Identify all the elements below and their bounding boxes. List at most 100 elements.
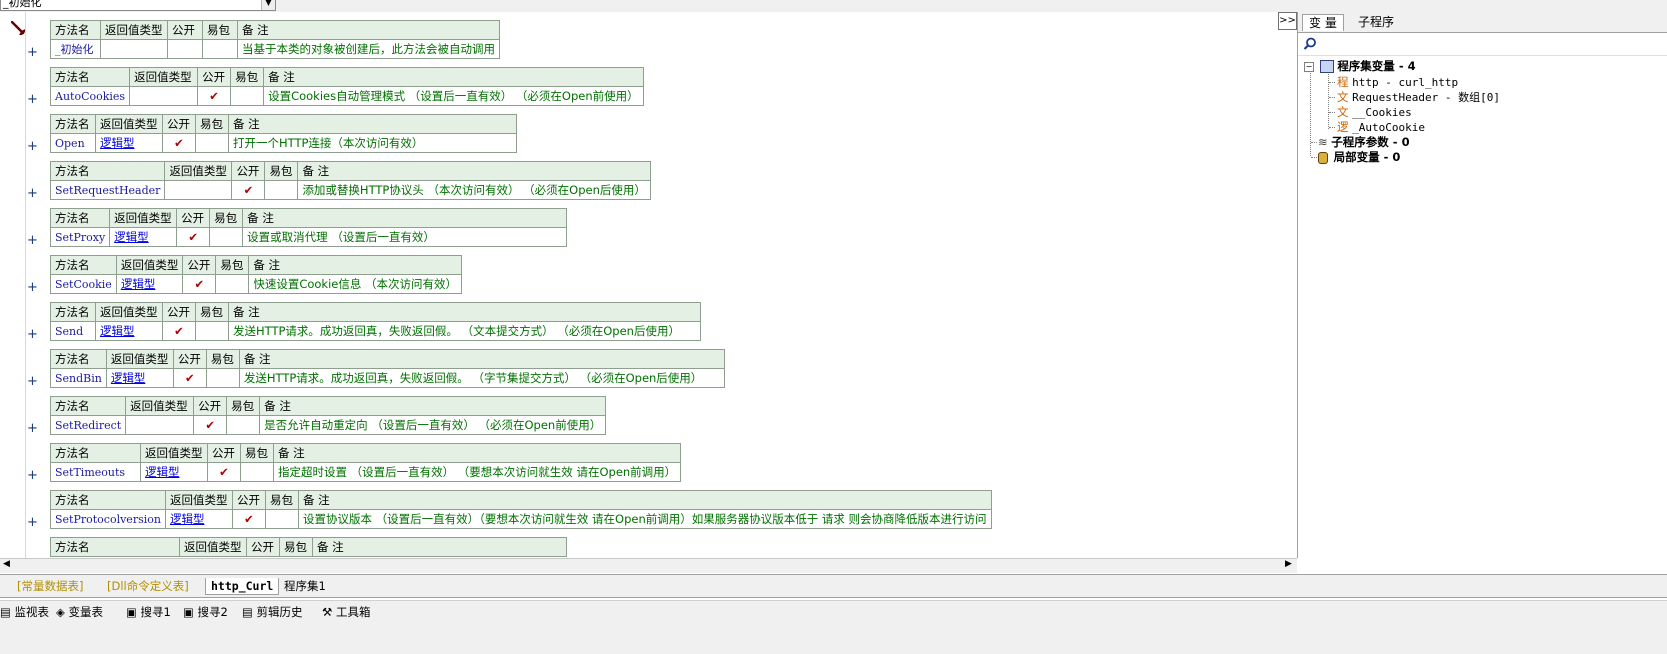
method-name[interactable]: SetRedirect bbox=[49, 415, 127, 435]
method-public[interactable]: ✔ bbox=[162, 133, 196, 153]
method-return-type[interactable] bbox=[129, 86, 199, 106]
method-easy[interactable] bbox=[264, 509, 299, 529]
method-name[interactable]: SetProtocolversion bbox=[50, 509, 166, 529]
method-easy[interactable] bbox=[195, 133, 229, 153]
method-return-type[interactable]: 逻辑型 bbox=[140, 462, 208, 482]
method-return-type[interactable] bbox=[164, 180, 233, 200]
method-name[interactable]: Open bbox=[50, 133, 96, 153]
method-public[interactable]: ✔ bbox=[172, 368, 207, 388]
expand-icon[interactable]: + bbox=[27, 45, 38, 60]
tab-assembly1[interactable]: 程序集1 bbox=[284, 579, 326, 593]
expand-icon[interactable]: + bbox=[27, 421, 38, 436]
method-row[interactable]: AutoCookies ✔ 设置Cookies自动管理模式 （设置后一直有效） （必… bbox=[49, 86, 644, 106]
method-public[interactable]: ✔ bbox=[197, 86, 232, 106]
method-return-type[interactable]: 逻辑型 bbox=[109, 227, 178, 247]
horizontal-scrollbar[interactable]: ◀ ▶ bbox=[0, 558, 1297, 573]
method-remark[interactable]: 当基于本类的对象被创建后，此方法会被自动调用 bbox=[237, 39, 500, 59]
method-remark[interactable]: 打开一个HTTP连接（本次访问有效） bbox=[228, 133, 517, 153]
method-name[interactable]: AutoCookies bbox=[49, 86, 131, 106]
scroll-right-icon[interactable]: ▶ bbox=[1285, 559, 1292, 569]
method-public[interactable]: ✔ bbox=[207, 462, 241, 482]
method-return-type[interactable]: 逻辑型 bbox=[115, 274, 184, 294]
method-name[interactable]: _初始化 bbox=[50, 39, 101, 59]
expand-icon[interactable]: + bbox=[27, 374, 38, 389]
scroll-left-icon[interactable]: ◀ bbox=[3, 559, 10, 569]
method-easy[interactable] bbox=[230, 86, 265, 106]
method-remark[interactable]: 设置协议版本 （设置后一直有效）（要想本次访问就生效 请在Open前调用）如果服… bbox=[297, 509, 992, 529]
method-row[interactable]: _初始化 当基于本类的对象被创建后，此方法会被自动调用 bbox=[50, 39, 500, 59]
method-name[interactable]: SetProxy bbox=[49, 227, 111, 247]
method-public[interactable]: ✔ bbox=[193, 415, 228, 435]
method-remark[interactable]: 发送HTTP请求。成功返回真，失败返回假。 （字节集提交方式） （必须在Open… bbox=[238, 368, 725, 388]
method-public[interactable]: ✔ bbox=[231, 180, 266, 200]
method-easy[interactable] bbox=[264, 180, 299, 200]
tab-constants[interactable]: [常量数据表] bbox=[17, 579, 84, 593]
method-remark[interactable]: 是否允许自动重定向 （设置后一直有效） （必须在Open前使用） bbox=[259, 415, 607, 435]
method-public[interactable] bbox=[167, 39, 203, 59]
expand-icon[interactable]: + bbox=[27, 186, 38, 201]
method-easy[interactable] bbox=[215, 274, 250, 294]
method-name[interactable]: SetTimeouts bbox=[50, 462, 141, 482]
assembly-vars-node[interactable]: − 程序集变量 - 4 bbox=[1304, 59, 1416, 74]
method-row[interactable]: SetRedirect ✔ 是否允许自动重定向 （设置后一直有效） （必须在Open… bbox=[49, 415, 607, 435]
code-editor[interactable]: +方法名返回值类型公开易包备 注_初始化当基于本类的对象被创建后，此方法会被自动… bbox=[0, 12, 1298, 558]
chevron-down-icon[interactable]: ▼ bbox=[261, 0, 275, 10]
panel-search[interactable] bbox=[1298, 33, 1667, 56]
method-public[interactable]: ✔ bbox=[182, 274, 217, 294]
method-easy[interactable] bbox=[205, 368, 240, 388]
method-name[interactable]: SendBin bbox=[50, 368, 107, 388]
collapse-panel-button[interactable]: >> bbox=[1278, 12, 1297, 30]
expand-icon[interactable]: + bbox=[27, 280, 38, 295]
method-return-type[interactable] bbox=[125, 415, 195, 435]
method-return-type[interactable]: 逻辑型 bbox=[95, 133, 163, 153]
method-return-type[interactable] bbox=[100, 39, 168, 59]
tree-collapse-icon[interactable]: − bbox=[1304, 61, 1314, 72]
method-name[interactable]: SetRequestHeader bbox=[49, 180, 166, 200]
method-return-type[interactable]: 逻辑型 bbox=[95, 321, 163, 341]
var-item[interactable]: 程 http - curl_http bbox=[1337, 75, 1458, 90]
method-easy[interactable] bbox=[226, 415, 261, 435]
method-name[interactable]: Send bbox=[50, 321, 96, 341]
sub-params-node[interactable]: ≋ 子程序参数 - 0 bbox=[1318, 135, 1410, 150]
tab-dll-commands[interactable]: [Dll命令定义表] bbox=[107, 579, 189, 593]
expand-icon[interactable]: + bbox=[27, 327, 38, 342]
method-return-type[interactable]: 逻辑型 bbox=[105, 368, 174, 388]
var-item[interactable]: 文 RequestHeader - 数组[0] bbox=[1337, 90, 1500, 105]
expand-icon[interactable]: + bbox=[27, 92, 38, 107]
tab-search2[interactable]: ▣ 搜寻2 bbox=[183, 605, 228, 619]
expand-icon[interactable]: + bbox=[27, 468, 38, 483]
expand-icon[interactable]: + bbox=[27, 515, 38, 530]
method-easy[interactable] bbox=[202, 39, 238, 59]
method-public[interactable]: ✔ bbox=[231, 509, 266, 529]
subroutine-selector[interactable]: _初始化 ▼ bbox=[0, 0, 276, 11]
tab-toolbox[interactable]: ⚒ 工具箱 bbox=[322, 605, 371, 619]
method-remark[interactable]: 设置或取消代理 （设置后一直有效） bbox=[242, 227, 568, 247]
local-vars-node[interactable]: 局部变量 - 0 bbox=[1318, 150, 1400, 165]
method-remark[interactable]: 设置Cookies自动管理模式 （设置后一直有效） （必须在Open前使用） bbox=[263, 86, 644, 106]
method-remark[interactable]: 指定超时设置 （设置后一直有效） （要想本次访问就生效 请在Open前调用） bbox=[272, 462, 682, 482]
expand-icon[interactable]: + bbox=[27, 233, 38, 248]
var-item[interactable]: 文 __Cookies bbox=[1337, 105, 1412, 120]
method-return-type[interactable]: 逻辑型 bbox=[164, 509, 233, 529]
tab-variables-panel[interactable]: 变 量 bbox=[1302, 14, 1344, 31]
tab-clip-history[interactable]: ▤ 剪辑历史 bbox=[242, 605, 303, 619]
method-row[interactable]: SetRequestHeader ✔ 添加或替换HTTP协议头 （本次访问有效） （… bbox=[49, 180, 651, 200]
method-remark[interactable]: 添加或替换HTTP协议头 （本次访问有效） （必须在Open后使用） bbox=[297, 180, 651, 200]
method-name[interactable]: SetCookie bbox=[50, 274, 117, 294]
method-remark[interactable]: 快速设置Cookie信息 （本次访问有效） bbox=[248, 274, 463, 294]
tab-watch[interactable]: ▤ 监视表 bbox=[0, 605, 50, 619]
method-easy[interactable] bbox=[209, 227, 244, 247]
method-public[interactable]: ✔ bbox=[176, 227, 211, 247]
method-easy[interactable] bbox=[240, 462, 274, 482]
method-remark[interactable]: 发送HTTP请求。成功返回真，失败返回假。 （文本提交方式） （必须在Open后… bbox=[228, 321, 701, 341]
expand-icon[interactable]: + bbox=[27, 139, 38, 154]
tab-search1[interactable]: ▣ 搜寻1 bbox=[126, 605, 171, 619]
method-easy[interactable] bbox=[195, 321, 229, 341]
method-public[interactable]: ✔ bbox=[162, 321, 196, 341]
